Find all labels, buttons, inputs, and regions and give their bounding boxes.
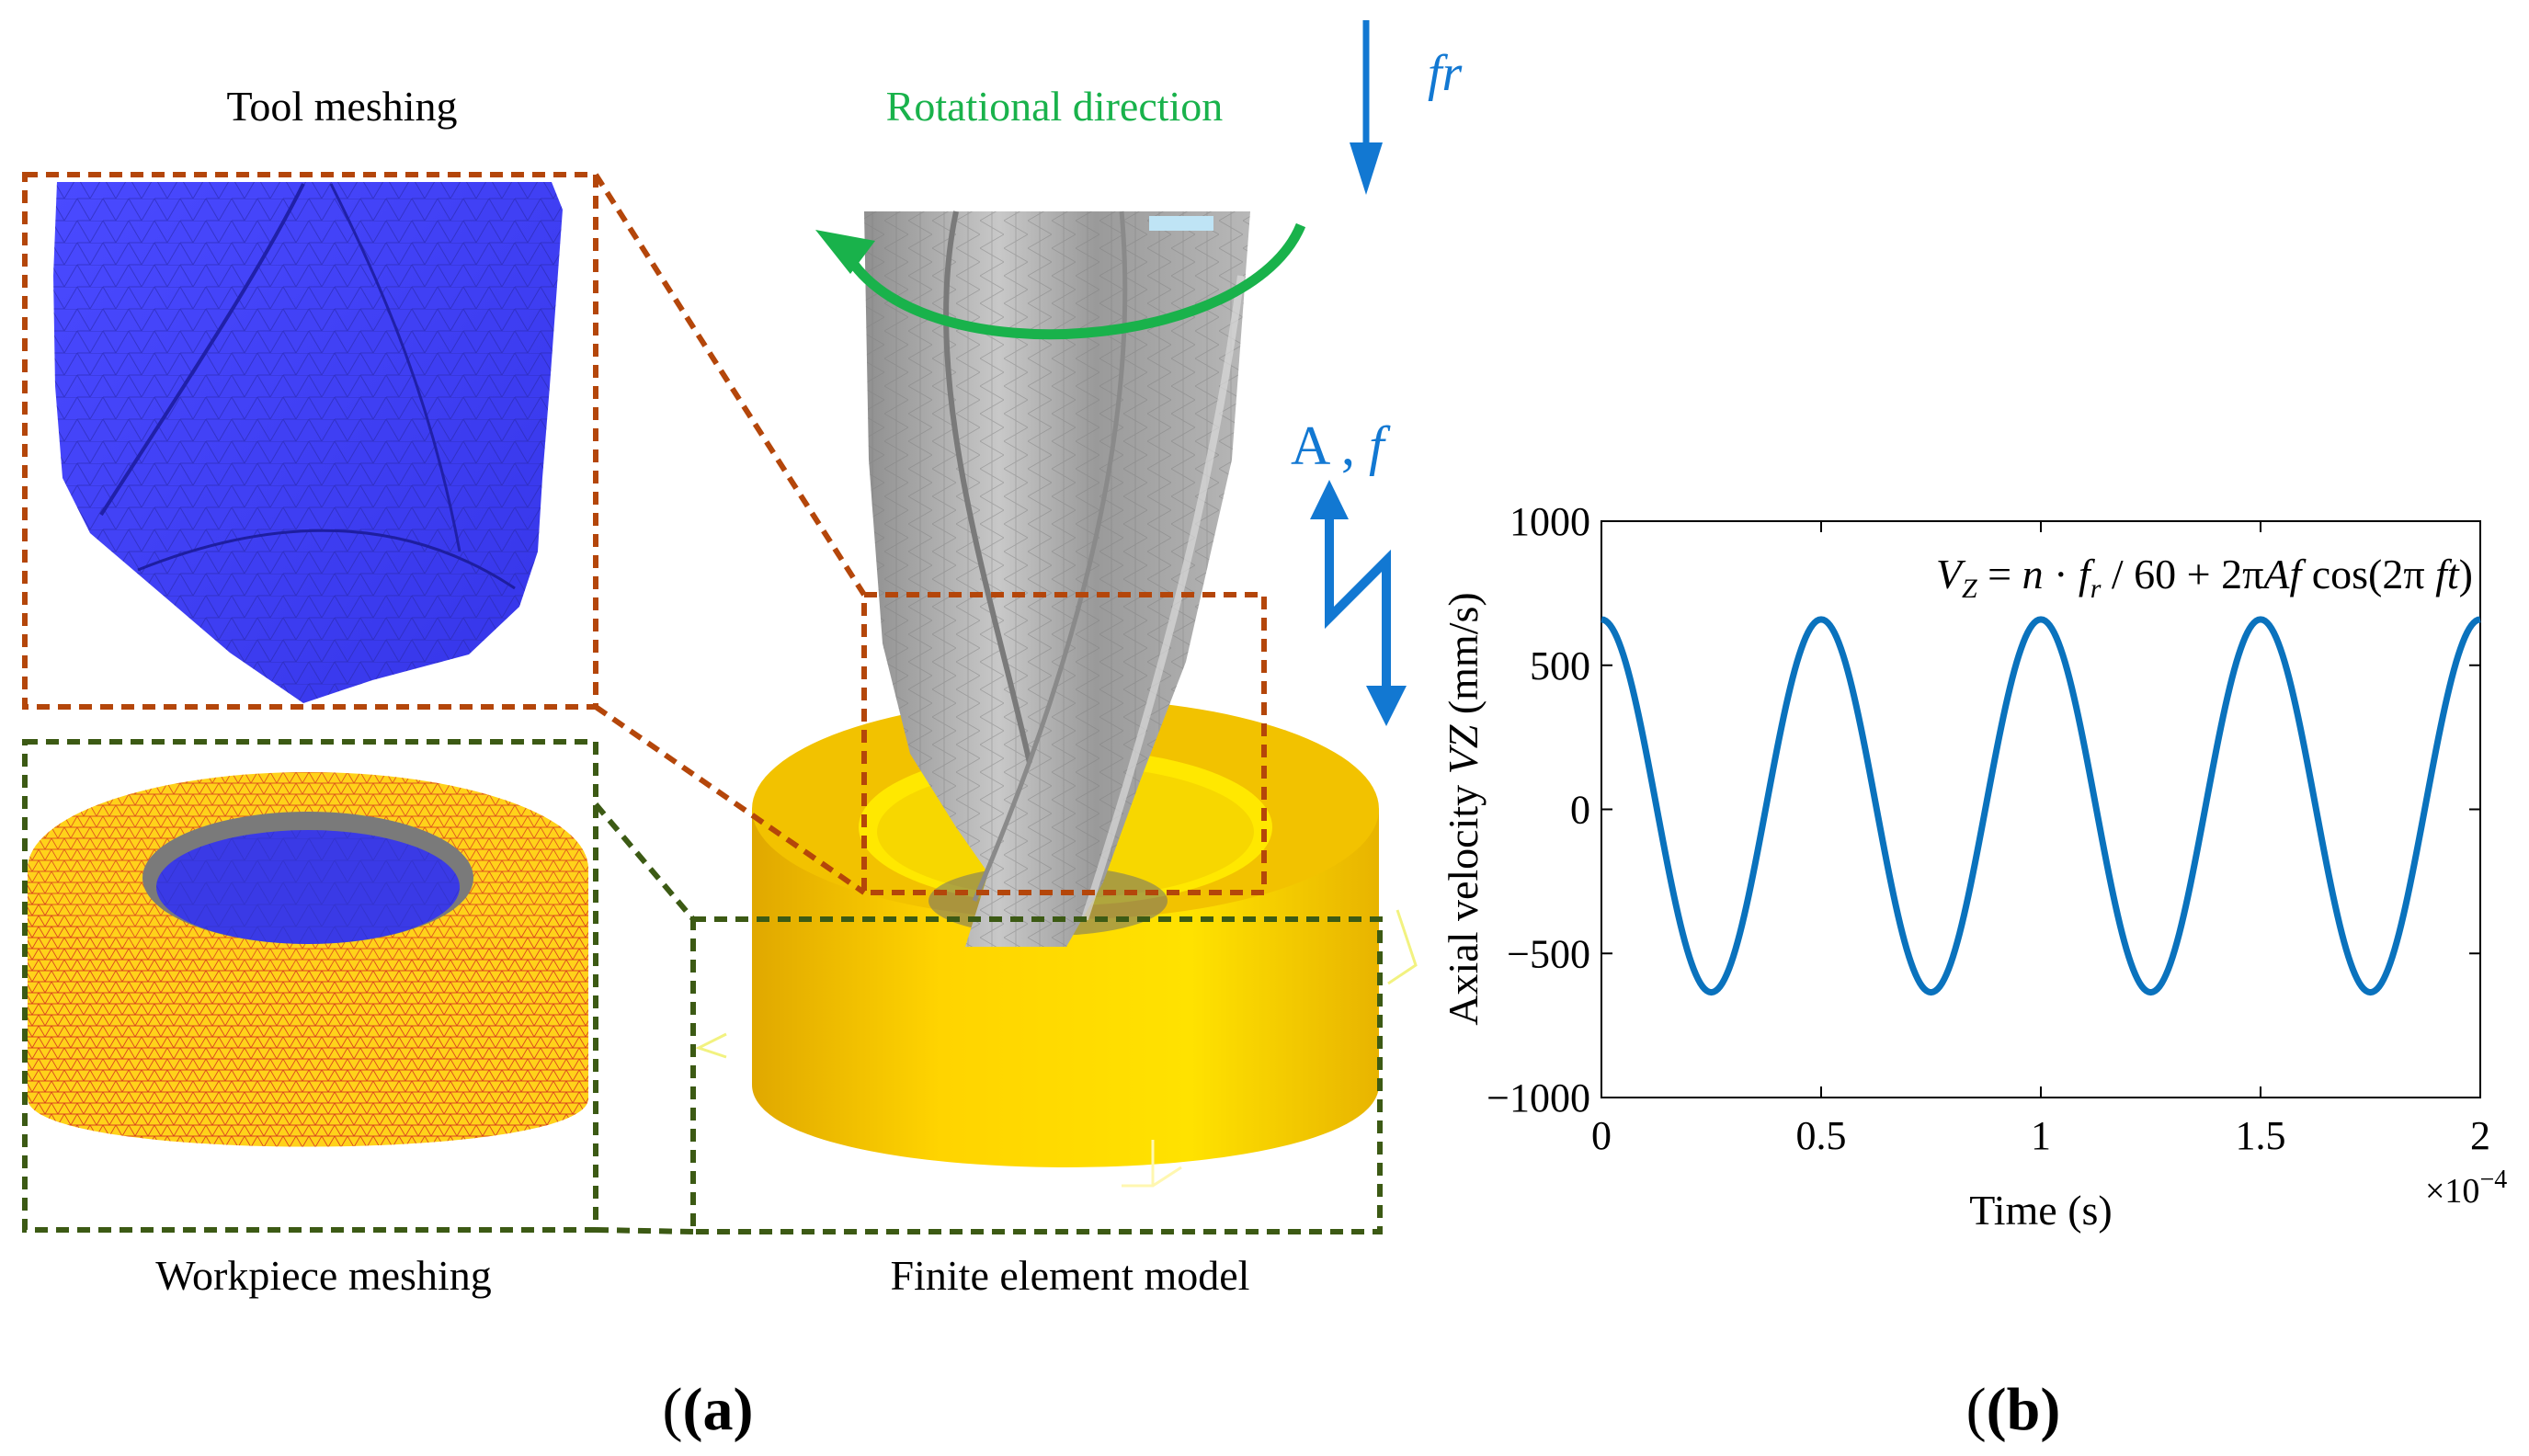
fem-workpiece-zoom-box xyxy=(690,916,1383,1234)
panel-b-tag: ((b) xyxy=(1966,1376,2061,1443)
feed-arrow xyxy=(1350,20,1383,195)
fem-tool-zoom-box xyxy=(861,592,1267,895)
x-tick-label: 0.5 xyxy=(1796,1113,1847,1158)
workpiece-mesh-render xyxy=(28,772,588,1147)
x-tick-label: 1.5 xyxy=(2236,1113,2286,1158)
eq-dot: · xyxy=(2044,551,2079,597)
workpiece-meshing-label: Workpiece meshing xyxy=(155,1252,491,1299)
panel-b: ((b) −1000 −500 0 500 1000 0 0.5 1 1.5 2 VZ = n … xyxy=(1440,499,2507,1443)
panel-b-tag-text: (b) xyxy=(1987,1376,2061,1443)
vibration-frequency-label: f xyxy=(1369,415,1391,476)
rotational-direction-label: Rotational direction xyxy=(886,83,1224,130)
green-connector-top xyxy=(593,802,696,921)
vibration-label: A , f xyxy=(1291,415,1391,476)
plot-area xyxy=(1601,520,2481,1098)
x-tick-label: 0 xyxy=(1591,1113,1612,1158)
eq-cos: cos(2π xyxy=(2301,551,2435,597)
y-axis-label-unit: (mm/s) xyxy=(1440,592,1487,724)
equation-annotation: VZ = n · fr / 60 + 2πAf cos(2π ft) xyxy=(1936,551,2473,604)
x-axis-multiplier: ×10−4 xyxy=(2425,1166,2507,1211)
eq-n: n xyxy=(2022,551,2044,597)
eq-f-sub: r xyxy=(2090,574,2102,604)
eq-A: A xyxy=(2261,551,2290,597)
eq-lhs-sub: Z xyxy=(1962,574,1977,604)
velocity-chart: −1000 −500 0 500 1000 0 0.5 1 1.5 2 VZ = n · fr … xyxy=(1440,499,2507,1234)
x-multiplier-base: ×10 xyxy=(2425,1172,2479,1211)
rotation-arrow xyxy=(815,222,1306,340)
eq-equals: = xyxy=(1977,551,2022,597)
y-ticks: −1000 −500 0 500 1000 xyxy=(1487,499,2480,1120)
x-tick-label: 1 xyxy=(2031,1113,2051,1158)
y-axis-label-var: VZ xyxy=(1440,724,1487,774)
panel-a: Tool meshing Workpiece meshing Finite el… xyxy=(22,20,1463,1443)
fem-label: Finite element model xyxy=(891,1252,1250,1299)
orange-connector-bottom xyxy=(594,704,866,895)
eq-lhs: V xyxy=(1936,551,1966,597)
y-axis-label: Axial velocity VZ (mm/s) xyxy=(1440,592,1487,1025)
tool-meshing-box xyxy=(22,172,598,710)
vibration-amplitude-label: A xyxy=(1291,415,1330,476)
y-axis-label-main: Axial velocity xyxy=(1440,774,1487,1025)
x-axis-label: Time (s) xyxy=(1969,1187,2113,1234)
tool-meshing-label: Tool meshing xyxy=(226,83,457,130)
x-tick-label: 2 xyxy=(2470,1113,2490,1158)
vibration-arrow xyxy=(1310,480,1407,726)
y-tick-label: 500 xyxy=(1530,643,1590,688)
y-tick-label: 1000 xyxy=(1509,499,1590,544)
eq-close: ) xyxy=(2459,551,2473,597)
eq-ft: ft xyxy=(2435,551,2460,597)
series-line xyxy=(1601,616,2481,996)
tool-mesh-render xyxy=(53,182,563,703)
panel-a-tag-text: (a) xyxy=(683,1376,754,1443)
panel-a-tag: ((a) xyxy=(663,1376,754,1443)
y-tick-label: −1000 xyxy=(1487,1075,1590,1120)
fem-tool xyxy=(864,210,1250,947)
x-ticks: 0 0.5 1 1.5 2 xyxy=(1591,521,2490,1158)
y-tick-label: 0 xyxy=(1570,788,1590,833)
y-tick-label: −500 xyxy=(1507,931,1590,976)
feed-label: fr xyxy=(1428,45,1463,102)
x-multiplier-exp: −4 xyxy=(2479,1166,2507,1194)
vibration-separator: , xyxy=(1327,415,1369,476)
workpiece-meshing-box xyxy=(22,739,598,1233)
green-connector-bottom xyxy=(595,1227,694,1234)
eq-rest: / 60 + 2π xyxy=(2101,551,2263,597)
